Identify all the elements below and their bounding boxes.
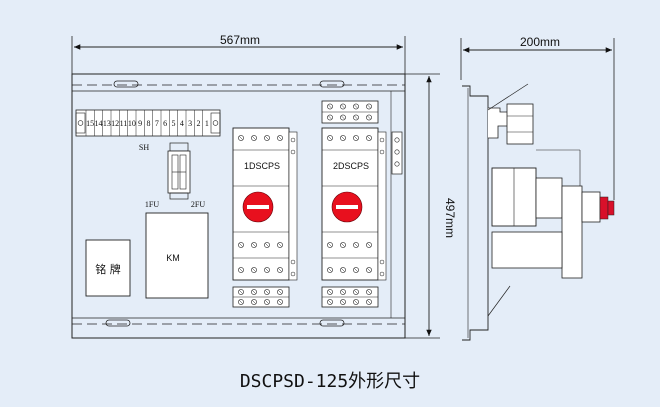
terminal-number: 15 — [86, 119, 94, 128]
terminal-number: 10 — [128, 119, 136, 128]
screw-icon — [366, 267, 372, 273]
screw-icon — [353, 299, 359, 305]
top-terminal-block — [321, 100, 379, 124]
front-width-dimension: 567mm — [71, 33, 406, 74]
caption: DSCPSD-125外形尺寸 — [240, 371, 420, 392]
contactor-label: KM — [166, 253, 180, 263]
terminal-number: 5 — [172, 119, 176, 128]
switch-unit-1: 1DSCPS — [232, 127, 298, 281]
screw-icon — [353, 135, 359, 141]
screw-icon — [353, 242, 359, 248]
screw-icon — [340, 103, 346, 110]
side-width-dimension: 200mm — [460, 35, 615, 200]
screw-icon — [340, 267, 346, 273]
screw-icon — [238, 289, 244, 295]
screw-icon — [353, 267, 359, 273]
terminal-number: 13 — [103, 119, 111, 128]
screw-icon — [277, 267, 283, 273]
screw-icon — [340, 114, 346, 121]
terminal-number: 11 — [120, 119, 128, 128]
nameplate-label: 铭 牌 — [95, 262, 121, 276]
front-panel — [71, 73, 406, 339]
fuse-left-label: 1FU — [145, 200, 159, 209]
contactor: KM — [145, 212, 209, 299]
right-edge-terminals — [391, 131, 403, 175]
terminal-number: 2 — [197, 119, 201, 128]
terminal-number: 4 — [180, 119, 184, 128]
screw-icon — [277, 242, 283, 248]
terminal-number: 14 — [95, 119, 103, 128]
screw-icon — [327, 267, 333, 273]
screw-icon — [251, 267, 257, 273]
screw-icon — [238, 242, 244, 248]
terminal-strip-label: SH — [139, 143, 149, 152]
side-view — [462, 83, 615, 341]
bottom-terminal-blocks — [232, 286, 379, 308]
screw-icon — [340, 299, 346, 305]
screw-icon — [340, 289, 346, 295]
screw-icon — [327, 289, 333, 295]
screw-icon — [251, 289, 257, 295]
fuse-right-label: 2FU — [191, 200, 205, 209]
screw-icon — [251, 135, 257, 141]
screw-icon — [327, 299, 333, 305]
terminal-number: 8 — [147, 119, 151, 128]
screw-icon — [340, 135, 346, 141]
screw-icon — [327, 103, 333, 110]
screw-icon — [277, 289, 283, 295]
screw-icon — [264, 242, 270, 248]
screw-icon — [264, 299, 270, 305]
screw-icon — [327, 135, 333, 141]
screw-icon — [353, 114, 359, 121]
height-label: 497mm — [443, 198, 457, 238]
switch-2-label: 2DSCPS — [333, 161, 369, 171]
terminal-number: 1 — [205, 119, 209, 128]
terminal-number: 3 — [188, 119, 192, 128]
screw-icon — [277, 299, 283, 305]
screw-icon — [366, 299, 372, 305]
height-dimension: 497mm — [404, 73, 457, 339]
screw-icon — [251, 242, 257, 248]
terminal-number: 12 — [111, 119, 119, 128]
screw-icon — [353, 103, 359, 110]
terminal-number: 7 — [155, 119, 159, 128]
screw-icon — [238, 267, 244, 273]
screw-icon — [366, 135, 372, 141]
terminal-number: 9 — [138, 119, 142, 128]
screw-icon — [277, 135, 283, 141]
screw-icon — [327, 114, 333, 121]
screw-icon — [366, 242, 372, 248]
side-width-label: 200mm — [520, 35, 560, 49]
screw-icon — [366, 103, 372, 110]
nameplate: 铭 牌 — [85, 239, 131, 297]
screw-icon — [366, 114, 372, 121]
fuse-holder: 1FU 2FU — [145, 142, 205, 209]
screw-icon — [264, 267, 270, 273]
front-width-label: 567mm — [220, 33, 260, 47]
screw-icon — [327, 242, 333, 248]
screw-icon — [238, 135, 244, 141]
screw-icon — [238, 299, 244, 305]
switch-unit-2: 2DSCPS — [321, 127, 387, 281]
screw-icon — [353, 289, 359, 295]
screw-icon — [366, 289, 372, 295]
terminal-number: 6 — [163, 119, 167, 128]
screw-icon — [264, 135, 270, 141]
screw-icon — [340, 242, 346, 248]
switch-1-label: 1DSCPS — [244, 161, 280, 171]
screw-icon — [264, 289, 270, 295]
side-knob — [599, 196, 609, 220]
screw-icon — [251, 299, 257, 305]
